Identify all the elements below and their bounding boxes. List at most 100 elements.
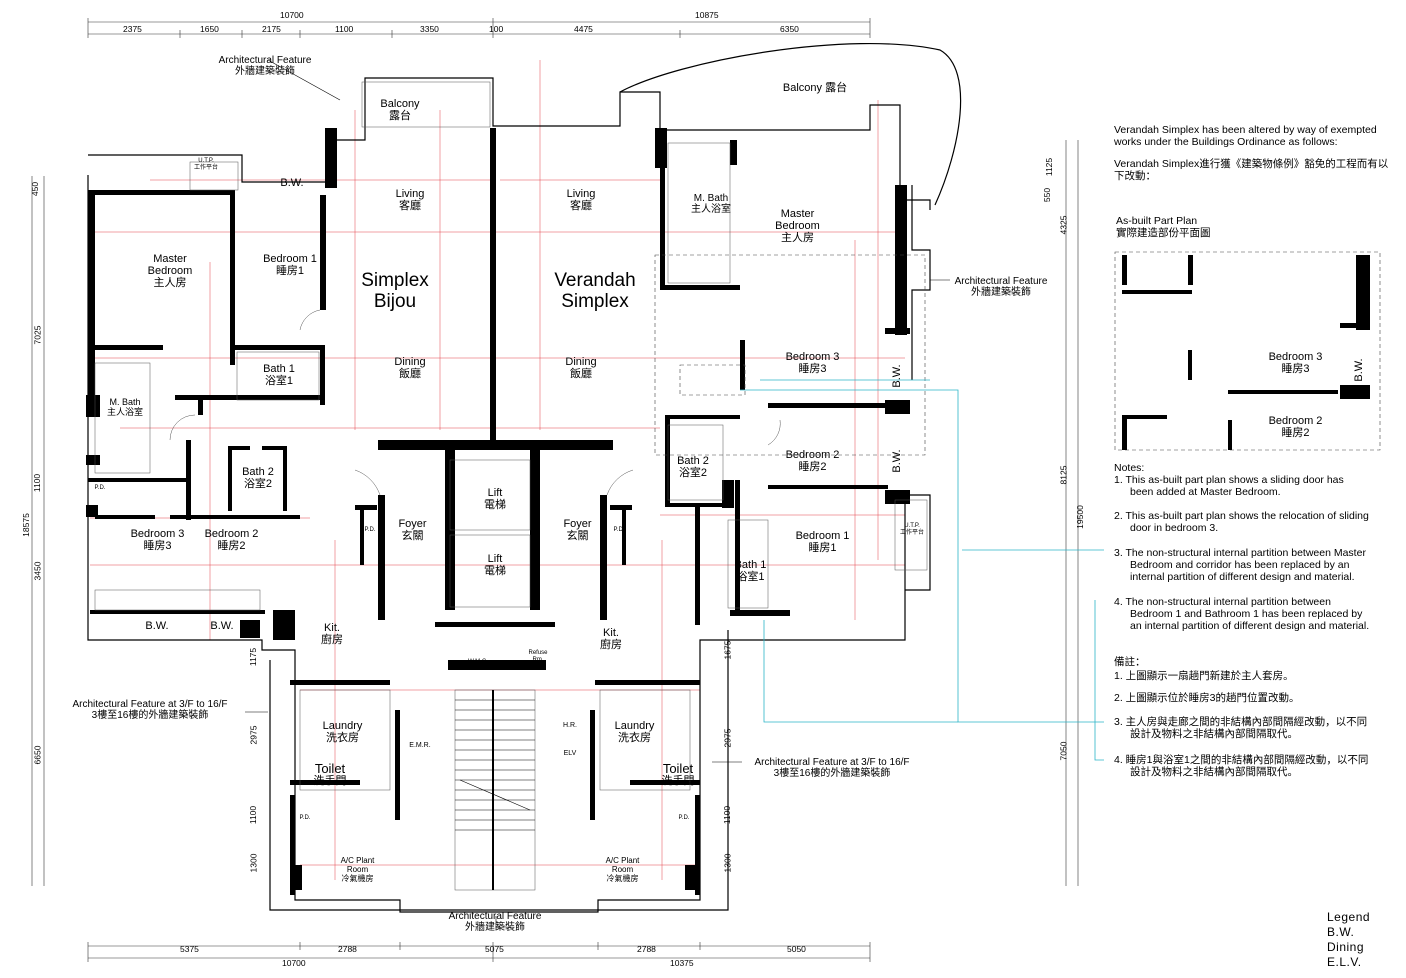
refuse-room-label: Refuse Rm.	[528, 650, 548, 663]
right-dim-9: 1100	[722, 805, 733, 825]
arch-feature-right: Architectural Feature 外牆建築裝飾	[954, 276, 1048, 298]
bottom-dim-seg-4: 2788	[637, 944, 656, 954]
arch-feature-right-lower: Architectural Feature at 3/F to 16/F 3樓至…	[754, 757, 910, 779]
utp-label-right: U.T.P.工作平台	[899, 523, 924, 536]
bw-label-right-2: B.W.	[891, 449, 903, 473]
bottom-dim-seg-1: 5375	[180, 944, 199, 954]
arch-feature-left-lower: Architectural Feature at 3/F to 16/F 3樓至…	[72, 699, 228, 721]
right-dim-7: 7050	[1058, 741, 1069, 761]
bw-label-bottom-1: B.W.	[145, 620, 169, 632]
asbuilt-walls	[1122, 255, 1370, 450]
intro-text-zh: Verandah Simplex進行獲《建築物條例》豁免的工程而有以下改動：	[1114, 158, 1389, 182]
top-dim-seg-7: 4475	[574, 24, 593, 34]
note-1: 1. This as-built part plan shows a slidi…	[1114, 474, 1344, 498]
asbuilt-bw: B.W.	[1353, 358, 1365, 382]
legend-dining: Dining	[1327, 940, 1365, 954]
note-3: 3. The non-structural internal partition…	[1114, 547, 1366, 583]
dashed-outlines	[654, 251, 1381, 456]
bottom-dim-overall-right: 10375	[670, 958, 694, 968]
top-dim-overall-right: 10875	[695, 10, 719, 20]
bw-label-bottom-2: B.W.	[210, 620, 234, 632]
legend-elv: E.L.V.	[1327, 955, 1362, 969]
right-dim-3: 4325	[1058, 215, 1069, 235]
pd-label-2: P.D.	[364, 527, 376, 533]
legend-bw: B.W.	[1327, 925, 1355, 939]
pd-label-5: P.D.	[678, 815, 690, 821]
note-4: 4. The non-structural internal partition…	[1114, 596, 1370, 632]
left-dim-5: 18575	[20, 513, 31, 537]
legend: Legend B.W. Dining E.L.V.	[1327, 910, 1370, 970]
left-dim-7: 6650	[32, 745, 43, 765]
pd-label-4: P.D.	[299, 815, 311, 821]
hr-label: H.R.	[563, 722, 577, 729]
note-zh-3: 3. 主人房與走廊之間的非結構內部間隔經改動，以不同設計及物料之非結構內部間隔取…	[1114, 716, 1368, 740]
right-dim-4: 8125	[1058, 465, 1069, 485]
wmc-label: W.M.C.	[468, 659, 488, 665]
room-balcony-right: Balcony 露台	[782, 82, 848, 94]
top-dim-seg-3: 2175	[262, 24, 281, 34]
stair-treads	[455, 690, 535, 890]
left-dim-8: 2975	[248, 725, 259, 745]
exterior-outline	[87, 42, 962, 913]
left-dim-6: 1175	[248, 647, 259, 667]
left-dim-2: 7025	[32, 325, 43, 345]
left-dim-3: 1100	[32, 473, 43, 493]
bw-label-right-1: B.W.	[891, 364, 903, 388]
notes-title: Notes:	[1114, 462, 1145, 474]
pd-label-3: P.D.	[613, 527, 625, 533]
legend-title: Legend	[1327, 910, 1371, 924]
bottom-dim-seg-3: 5075	[485, 944, 504, 954]
notes-zh-title: 備註：	[1114, 656, 1146, 668]
bottom-dim-overall-left: 10700	[282, 958, 306, 968]
left-dim-10: 1300	[248, 853, 259, 873]
bottom-dim-seg-5: 5050	[787, 944, 806, 954]
note-zh-4: 4. 睡房1與浴室1之間的非結構內部間隔經改動，以不同設計及物料之非結構內部間隔…	[1114, 754, 1369, 778]
note-zh-2: 2. 上圖顯示位於睡房3的趟門位置改動。	[1114, 692, 1300, 704]
right-dim-1: 1125	[1044, 157, 1055, 177]
unit-title-simplex-bijou: Simplex Bijou	[361, 270, 429, 312]
note-2: 2. This as-built part plan shows the rel…	[1114, 510, 1369, 534]
leader-lines	[740, 379, 1104, 761]
arch-feature-bottom: Architectural Feature 外牆建築裝飾	[448, 911, 542, 933]
note-zh-1: 1. 上圖顯示一扇趟門新建於主人套房。	[1114, 670, 1294, 682]
utp-label-left: U.T.P.工作平台	[193, 158, 218, 171]
left-dim-4: 3450	[32, 561, 43, 581]
elv-label: ELV	[563, 750, 577, 757]
bottom-dim-seg-2: 2788	[338, 944, 357, 954]
top-dim-seg-2: 1650	[200, 24, 219, 34]
top-dim-overall-left: 10700	[280, 10, 304, 20]
left-dim-9: 1100	[248, 805, 259, 825]
right-dim-10: 1300	[722, 853, 733, 873]
room-kit-right: Kit.廚房	[600, 627, 622, 651]
arch-feature-top: Architectural Feature 外牆建築裝飾	[218, 55, 312, 77]
intro-text-en: Verandah Simplex has been altered by way…	[1114, 124, 1377, 148]
room-kit-left: Kit.廚房	[321, 622, 343, 646]
walls	[86, 128, 910, 895]
leader-lines-black	[245, 59, 950, 930]
top-dim-seg-6: 100	[489, 24, 504, 34]
